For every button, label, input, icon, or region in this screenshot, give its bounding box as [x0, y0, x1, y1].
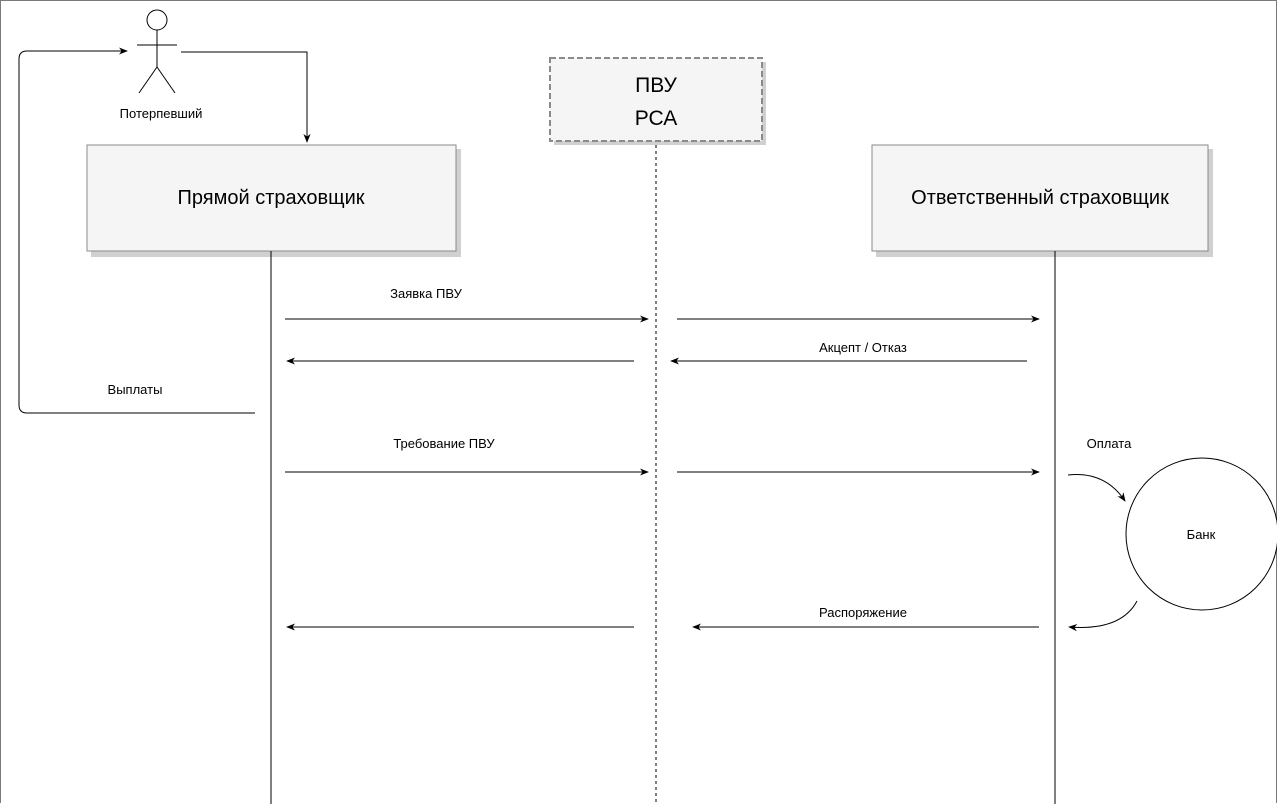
responsible-insurer-box — [871, 144, 1213, 257]
rsa-box — [549, 57, 766, 145]
actor-to-direct-insurer-arrow — [181, 51, 311, 143]
actor-label: Потерпевший — [120, 106, 203, 121]
direct-insurer-label: Прямой страховщик — [177, 187, 364, 209]
responsible-insurer-label: Ответственный страховщик — [911, 187, 1169, 209]
direct-insurer-box — [86, 144, 461, 257]
payment-arrow — [1067, 474, 1126, 502]
claim-label: Требование ПВУ — [393, 436, 495, 451]
rsa-box-line2: РСА — [635, 107, 677, 130]
accept-reject-label: Акцепт / Отказ — [819, 340, 907, 355]
payment-label: Оплата — [1087, 436, 1132, 451]
request-label: Заявка ПВУ — [390, 286, 462, 301]
order-label: Распоряжение — [819, 605, 907, 620]
payments-label: Выплаты — [108, 382, 163, 397]
bank-label: Банк — [1187, 527, 1216, 542]
payments-return-arrow — [18, 47, 255, 414]
rsa-box-line1: ПВУ — [635, 74, 677, 97]
bank-node — [1125, 457, 1277, 611]
actor-icon — [137, 9, 177, 94]
bank-order-arrow — [1068, 600, 1138, 632]
